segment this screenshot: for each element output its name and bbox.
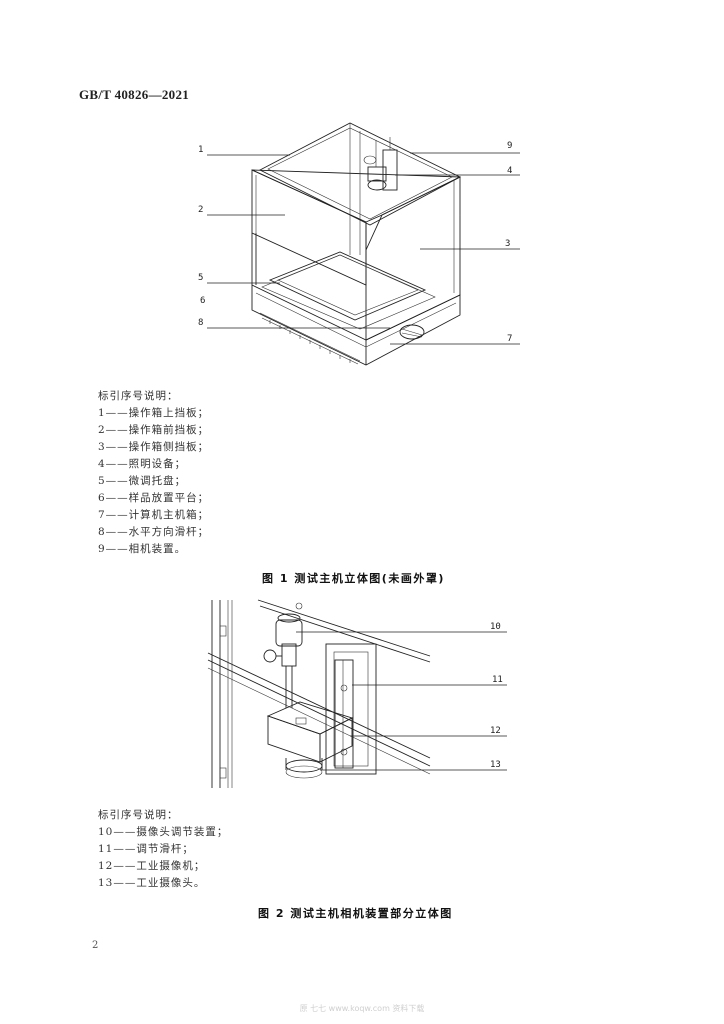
figure1-callouts: 1 2 3 4 5 6 7 8 9: [198, 141, 512, 344]
figure2-caption: 图 2 测试主机相机装置部分立体图: [258, 907, 453, 920]
figure2-legend-item: 10——摄像头调节装置；: [98, 826, 229, 838]
enclosure-outline: [251, 122, 461, 366]
standard-number: GB/T 40826—2021: [79, 87, 190, 102]
figure2-drawing: 10 11 12 13: [207, 599, 507, 788]
callout-6: 6: [200, 296, 205, 306]
figure1-drawing: 1 2 3 4 5 6 7 8 9: [198, 122, 520, 366]
callout-13: 13: [490, 760, 501, 770]
figure1-legend-title: 标引序号说明：: [98, 390, 179, 402]
callout-10: 10: [490, 622, 501, 632]
callout-3: 3: [505, 239, 510, 249]
figure1-legend-item: 5——微调托盘；: [98, 475, 187, 487]
callout-7: 7: [507, 334, 512, 344]
callout-9: 9: [507, 141, 512, 151]
figure1-legend-item: 2——操作箱前挡板；: [98, 424, 210, 436]
callout-1: 1: [198, 145, 203, 155]
callout-11: 11: [492, 675, 503, 685]
figure2-callouts: 10 11 12 13: [490, 622, 503, 770]
figure1-legend-item: 8——水平方向滑杆；: [98, 526, 210, 538]
watermark: 原 七七 www.koqw.com 资料下载: [299, 1004, 425, 1013]
figure2-legend-item: 11——调节滑杆；: [98, 843, 194, 855]
figure1-legend-item: 1——操作箱上挡板；: [98, 407, 210, 419]
callout-5: 5: [198, 273, 203, 283]
figure2-legend-item: 13——工业摄像头。: [98, 877, 206, 889]
figure2-leaders: [296, 631, 507, 771]
figure1-legend-item: 9——相机装置。: [98, 543, 187, 555]
page-number: 2: [92, 940, 99, 951]
figure2-legend-title: 标引序号说明：: [98, 809, 179, 821]
figure1-legend-item: 6——样品放置平台；: [98, 492, 210, 504]
callout-12: 12: [490, 726, 501, 736]
callout-4: 4: [507, 166, 512, 176]
camera-assembly: [207, 599, 431, 788]
figure1-legend-item: 3——操作箱侧挡板；: [98, 441, 210, 453]
callout-2: 2: [198, 205, 203, 215]
callout-leaders: [207, 152, 520, 345]
callout-8: 8: [198, 318, 203, 328]
figure1-legend-item: 4——照明设备；: [98, 458, 187, 470]
figure2-legend-item: 12——工业摄像机；: [98, 860, 206, 872]
figure1-legend-item: 7——计算机主机箱；: [98, 509, 210, 521]
figure1-caption: 图 1 测试主机立体图(未画外罩): [262, 572, 445, 585]
